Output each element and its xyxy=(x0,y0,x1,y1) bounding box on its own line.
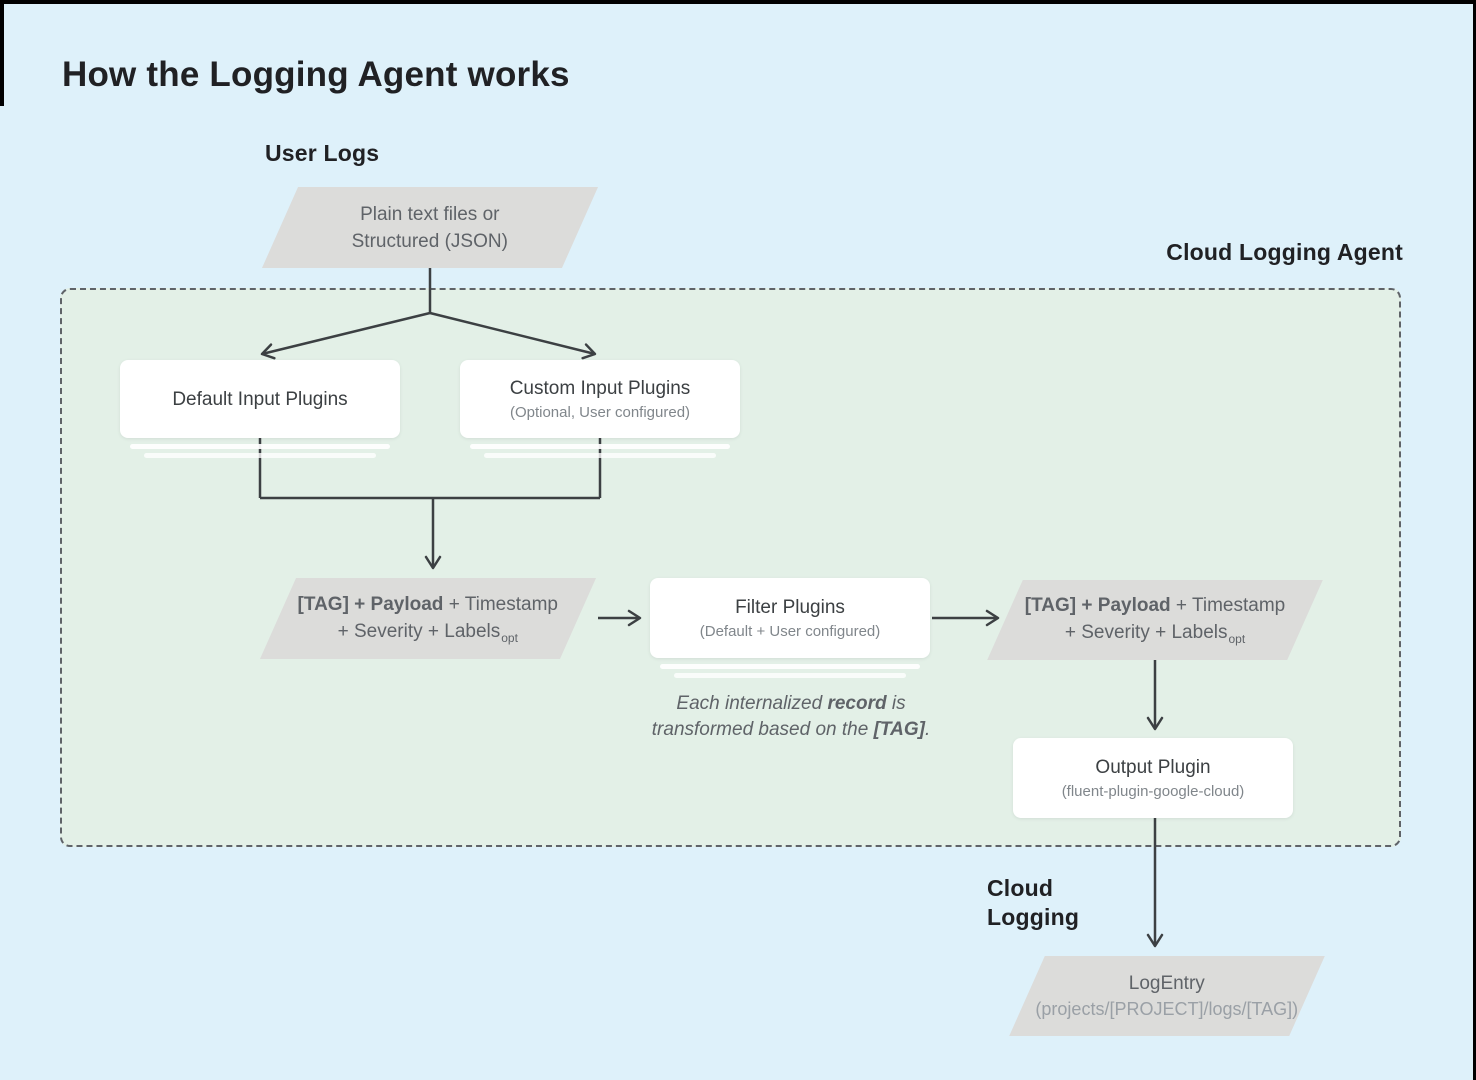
custom-input-plugins-title: Custom Input Plugins xyxy=(509,377,691,399)
note-text: is transformed based on the xyxy=(651,693,906,740)
connector-split-left xyxy=(260,311,431,360)
stack-layer-icon xyxy=(660,664,920,669)
screenshot-frame-left xyxy=(0,0,4,106)
log-record-parallelogram-left: [TAG] + Payload + Timestamp + Severity +… xyxy=(259,578,597,659)
log-record-right-line2: + Severity + Labels xyxy=(1064,622,1228,643)
log-entry-parallelogram: LogEntry (projects/[PROJECT]/logs/[TAG]) xyxy=(1009,956,1325,1036)
page-title: How the Logging Agent works xyxy=(62,55,570,94)
user-logs-parallelogram: Plain text files or Structured (JSON) xyxy=(261,187,599,268)
filter-plugins-title: Filter Plugins xyxy=(735,596,845,618)
log-record-right-subscript: opt xyxy=(1228,632,1246,646)
custom-input-plugins-box: Custom Input Plugins (Optional, User con… xyxy=(460,360,740,458)
log-record-left-bold: [TAG] + Payload xyxy=(297,593,444,615)
note-text: . xyxy=(924,719,931,740)
log-record-right-bold: [TAG] + Payload xyxy=(1024,595,1171,616)
cloud-logging-label: Cloud Logging xyxy=(987,875,1080,930)
filter-plugins-subtitle: (Default + User configured) xyxy=(699,622,881,640)
stack-layer-icon xyxy=(130,444,390,449)
log-record-parallelogram-right: [TAG] + Payload + Timestamp + Severity +… xyxy=(987,580,1323,660)
output-plugin-box: Output Plugin (fluent-plugin-google-clou… xyxy=(1013,738,1293,818)
custom-input-plugins-subtitle: (Optional, User configured) xyxy=(509,403,691,421)
log-record-right-tail: + Timestamp xyxy=(1170,595,1286,616)
stack-layer-icon xyxy=(144,453,376,458)
user-logs-line2: Structured (JSON) xyxy=(351,230,509,252)
log-record-left-line2: + Severity + Labels xyxy=(337,620,501,642)
log-entry-title: LogEntry xyxy=(1128,972,1206,994)
screenshot-frame-right xyxy=(1473,0,1476,1080)
note-bold-record: record xyxy=(827,693,887,714)
filter-plugins-box: Filter Plugins (Default + User configure… xyxy=(650,578,930,678)
user-logs-line1: Plain text files or xyxy=(360,203,500,225)
connector-split-right xyxy=(429,311,597,360)
output-plugin-subtitle: (fluent-plugin-google-cloud) xyxy=(1061,782,1245,800)
stack-layer-icon xyxy=(470,444,730,449)
cloud-logging-agent-label: Cloud Logging Agent xyxy=(1166,239,1403,265)
note-bold-tag: [TAG] xyxy=(873,719,925,740)
transform-note: Each internalized record is transformed … xyxy=(640,691,942,743)
log-entry-subtitle: (projects/[PROJECT]/logs/[TAG]) xyxy=(1035,998,1299,1019)
default-input-plugins-box: Default Input Plugins xyxy=(120,360,400,458)
stack-layer-icon xyxy=(484,453,716,458)
screenshot-frame-top xyxy=(0,0,1476,4)
note-text: Each internalized xyxy=(676,693,828,714)
log-record-left-tail: + Timestamp xyxy=(443,593,559,615)
output-plugin-title: Output Plugin xyxy=(1095,756,1211,778)
user-logs-label: User Logs xyxy=(265,140,380,166)
log-record-left-subscript: opt xyxy=(501,630,519,645)
default-input-plugins-title: Default Input Plugins xyxy=(172,388,348,410)
stack-layer-icon xyxy=(674,673,906,678)
